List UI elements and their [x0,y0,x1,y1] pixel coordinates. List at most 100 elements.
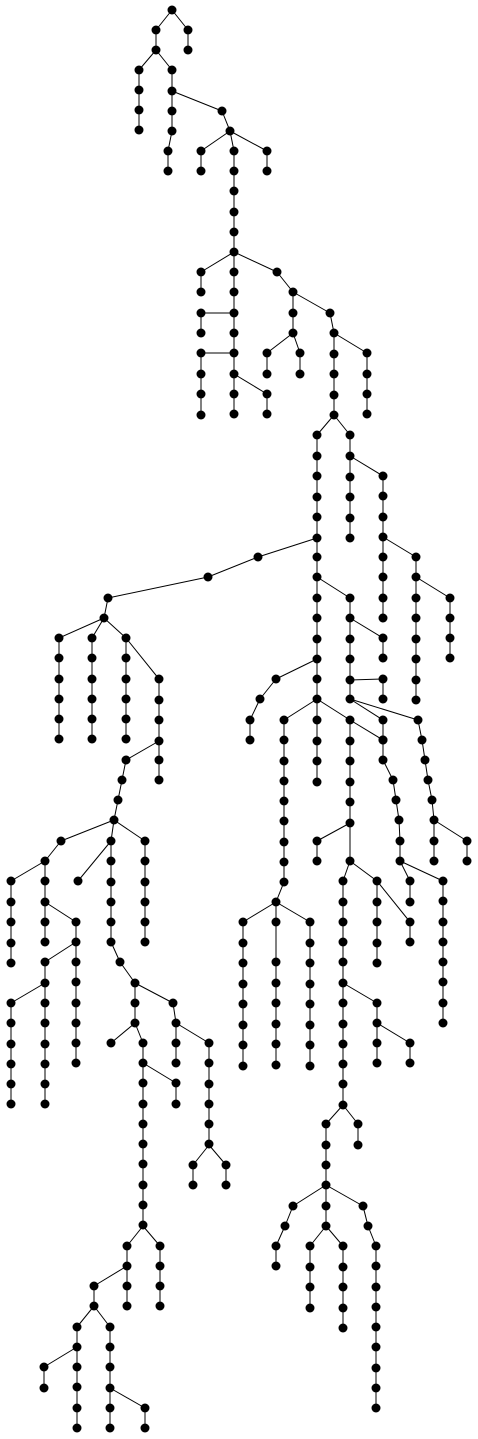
tree-node [138,1139,148,1149]
tree-node [121,653,131,663]
tree-node [338,1079,348,1089]
tree-node [279,776,289,786]
tree-node [40,957,50,967]
tree-node [372,1058,382,1068]
tree-node [203,572,213,582]
tree-node [138,1058,148,1068]
tree-node [338,1303,348,1313]
tree-node [378,735,388,745]
tree-edge [77,840,112,882]
tree-node [305,917,315,927]
tree-node [438,957,448,967]
tree-node [338,937,348,947]
tree-node [271,957,281,967]
tree-node [183,45,193,55]
tree-node [171,1038,181,1048]
tree-node [279,816,289,826]
tree-node [345,736,355,746]
tree-node [138,1200,148,1210]
tree-node [338,1100,348,1110]
tree-node [40,917,50,927]
tree-node [312,451,322,461]
tree-node [72,1382,82,1392]
tree-edge [266,332,294,354]
tree-node [204,1058,214,1068]
tree-node [196,267,206,277]
tree-node [312,572,322,582]
tree-node [371,1241,381,1251]
tree-edge [376,1022,411,1044]
tree-node [105,1383,115,1393]
tree-node [87,674,97,684]
tree-node [71,977,81,987]
tree-node [405,937,415,947]
tree-node [6,1059,16,1069]
tree-node [40,998,50,1008]
tree-node [130,1018,140,1028]
tree-edge [229,130,268,152]
tree-node [138,1078,148,1088]
tree-edge [142,1062,177,1084]
tree-node [420,755,430,765]
tree-node [362,369,372,379]
tree-node [167,5,177,15]
tree-node [155,1301,165,1311]
tree-node [423,775,433,785]
tree-node [321,1140,331,1150]
tree-node [171,1058,181,1068]
tree-node [345,797,355,807]
tree-node [271,1019,281,1029]
tree-node [71,957,81,967]
tree-node [378,572,388,582]
tree-node [196,166,206,176]
tree-node [305,1040,315,1050]
tree-node [321,1119,331,1129]
tree-node [117,775,127,785]
tree-node [106,1038,116,1048]
tree-node [204,1079,214,1089]
tree-node [358,1201,368,1211]
tree-node [345,654,355,664]
tree-node [345,472,355,482]
tree-node [255,694,265,704]
tree-node [438,896,448,906]
tree-node [229,287,239,297]
tree-node [312,736,322,746]
tree-node [238,917,248,927]
tree-edge [107,576,209,599]
tree-edge [316,698,351,721]
tree-node [329,349,339,359]
tree-node [271,1261,281,1271]
tree-node [89,1301,99,1311]
tree-node [168,998,178,1008]
tree-node [204,1099,214,1109]
tree-node [188,1160,198,1170]
tree-node [405,1058,415,1068]
tree-node [72,1423,82,1433]
tree-node [279,715,289,725]
tree-node [321,1201,331,1211]
tree-node [6,1018,16,1028]
tree-node [378,613,388,623]
tree-node [154,695,164,705]
tree-node [445,653,455,663]
tree-node [262,146,272,156]
tree-node [312,856,322,866]
tree-node [279,857,289,867]
tree-node [140,897,150,907]
tree-node [54,694,64,704]
tree-edges [10,9,468,1428]
tree-edge [275,901,311,923]
tree-node [338,998,348,1008]
tree-node [445,613,455,623]
tree-edge [233,251,278,273]
tree-node [167,106,177,116]
tree-node [106,917,116,927]
tree-node [417,735,427,745]
tree-node [130,978,140,988]
tree-node [445,633,455,643]
tree-node [305,1241,315,1251]
tree-node [134,105,144,115]
tree-node [105,1322,115,1332]
tree-node [72,1362,82,1372]
